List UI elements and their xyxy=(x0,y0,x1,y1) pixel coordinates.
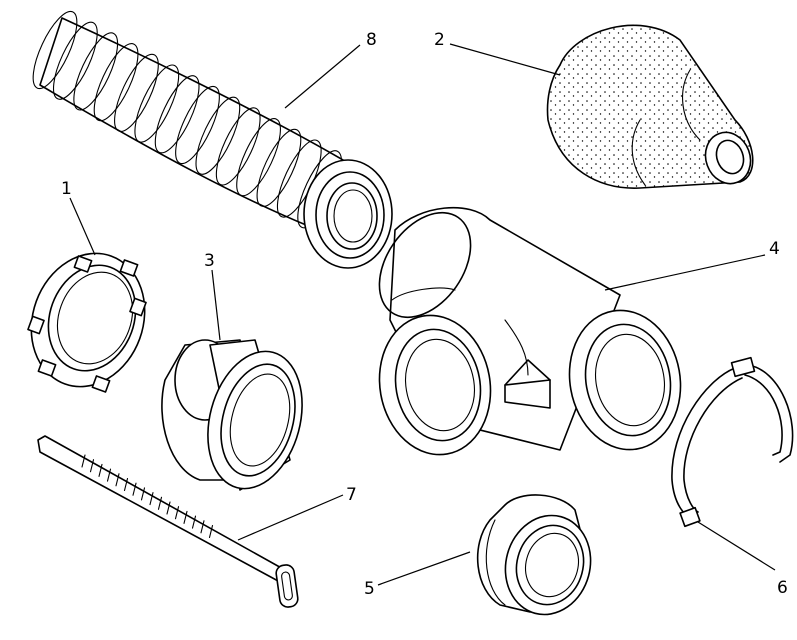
conduit-rib xyxy=(154,75,200,154)
conduit-rib xyxy=(215,107,261,186)
conduit-rib xyxy=(134,64,180,143)
cable-tie-tooth xyxy=(123,477,129,492)
conduit-rib xyxy=(175,85,220,165)
part-rubber-boot xyxy=(546,24,754,189)
callout-2: 2 xyxy=(434,30,445,50)
conduit-rib xyxy=(236,118,281,197)
leader-3 xyxy=(211,269,221,341)
conduit-rib xyxy=(114,53,159,132)
conduit-rib xyxy=(93,43,139,122)
cable-tie-tooth xyxy=(149,492,154,506)
cable-tie-tooth xyxy=(208,524,214,539)
part-corrugated-conduit xyxy=(32,10,393,269)
cable-tie-tooth xyxy=(191,515,197,529)
cable-tie-tooth xyxy=(174,506,180,520)
cable-tie-tooth xyxy=(81,454,86,468)
conduit-rib xyxy=(195,96,241,175)
cable-tie-tooth xyxy=(200,520,205,534)
part-connector-fitting xyxy=(161,339,303,491)
leader-8 xyxy=(284,44,361,109)
part-grommet xyxy=(476,494,592,616)
conduit-rib xyxy=(73,32,119,111)
conduit-rib xyxy=(256,128,302,207)
part-cable-tie xyxy=(37,435,299,608)
leader-7 xyxy=(237,494,344,541)
cable-tie-tooth xyxy=(106,468,112,482)
cable-tie-tooth xyxy=(89,459,95,473)
callout-3: 3 xyxy=(204,251,215,271)
leader-4 xyxy=(604,254,766,291)
part-clamp-band xyxy=(671,356,794,528)
callout-labels: 8 2 1 3 4 7 5 6 xyxy=(61,30,788,599)
callout-6: 6 xyxy=(777,578,788,598)
leader-5 xyxy=(377,551,471,586)
leader-1 xyxy=(69,197,96,256)
callout-8: 8 xyxy=(366,30,377,50)
conduit-rib xyxy=(52,21,98,100)
callout-1: 1 xyxy=(61,179,72,199)
callout-5: 5 xyxy=(364,579,375,599)
cable-tie-teeth xyxy=(81,454,214,539)
cable-tie-tooth xyxy=(98,463,103,477)
leader-2 xyxy=(449,43,561,76)
cable-tie-tooth xyxy=(132,482,137,496)
cable-tie-tooth xyxy=(157,496,163,510)
cable-tie-tooth xyxy=(183,510,188,524)
part-tee-fitting xyxy=(378,206,682,456)
leader-6 xyxy=(697,521,776,571)
callout-7: 7 xyxy=(346,485,357,505)
cable-tie-tooth xyxy=(140,487,146,501)
conduit-rib xyxy=(32,10,78,90)
leader-lines xyxy=(69,43,776,586)
callout-4: 4 xyxy=(769,239,780,259)
part-lock-ring xyxy=(27,252,147,393)
cable-tie-tooth xyxy=(115,473,120,487)
cable-tie-tooth xyxy=(166,501,171,515)
